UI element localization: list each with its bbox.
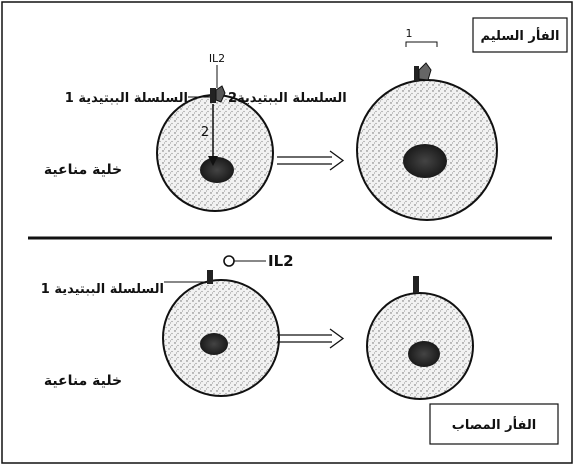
chain1-label-top: السلسلة الببتيدية 1 (65, 91, 188, 106)
transition-arrow-top (277, 150, 345, 171)
immune-cell-top-left (156, 94, 274, 212)
receptor-bottom-left (207, 270, 213, 284)
receptor-top-left (210, 85, 226, 103)
transition-arrow-bottom (277, 328, 345, 349)
healthy-title-box (472, 17, 568, 53)
nucleus-top-right (403, 144, 447, 178)
arrow-number-2: 2 (201, 125, 209, 140)
immune-cell-label-top: خلية مناعية (44, 162, 122, 178)
chain2-label-top: السلسلة الببتيدية2 (228, 91, 347, 106)
nucleus-top-left (200, 157, 234, 183)
immune-cell-label-bottom: خلية مناعية (44, 373, 122, 389)
nucleus-bottom-right (408, 341, 440, 367)
il2-label-top: IL2 (209, 52, 225, 65)
healthy-panel: الفأر السليم IL2 2 السلسلة الببتيدية 1 ا… (44, 17, 568, 221)
bracket-number-1: 1 (406, 27, 413, 40)
sick-title: الفأر المصاب (452, 416, 536, 433)
nucleus-bottom-left (200, 333, 228, 355)
receptor-top-right (414, 62, 432, 81)
healthy-title: الفأر السليم (481, 27, 560, 44)
il2-label-bottom: IL2 (268, 252, 294, 270)
receptor-bottom-right (413, 276, 419, 293)
chain1-label-bottom: السلسلة الببتيدية 1 (41, 282, 164, 297)
sick-title-box (429, 403, 559, 445)
il2-molecule (223, 255, 235, 267)
sick-panel: IL2 السلسلة الببتيدية 1 خلية مناعية الفأ… (41, 252, 559, 445)
